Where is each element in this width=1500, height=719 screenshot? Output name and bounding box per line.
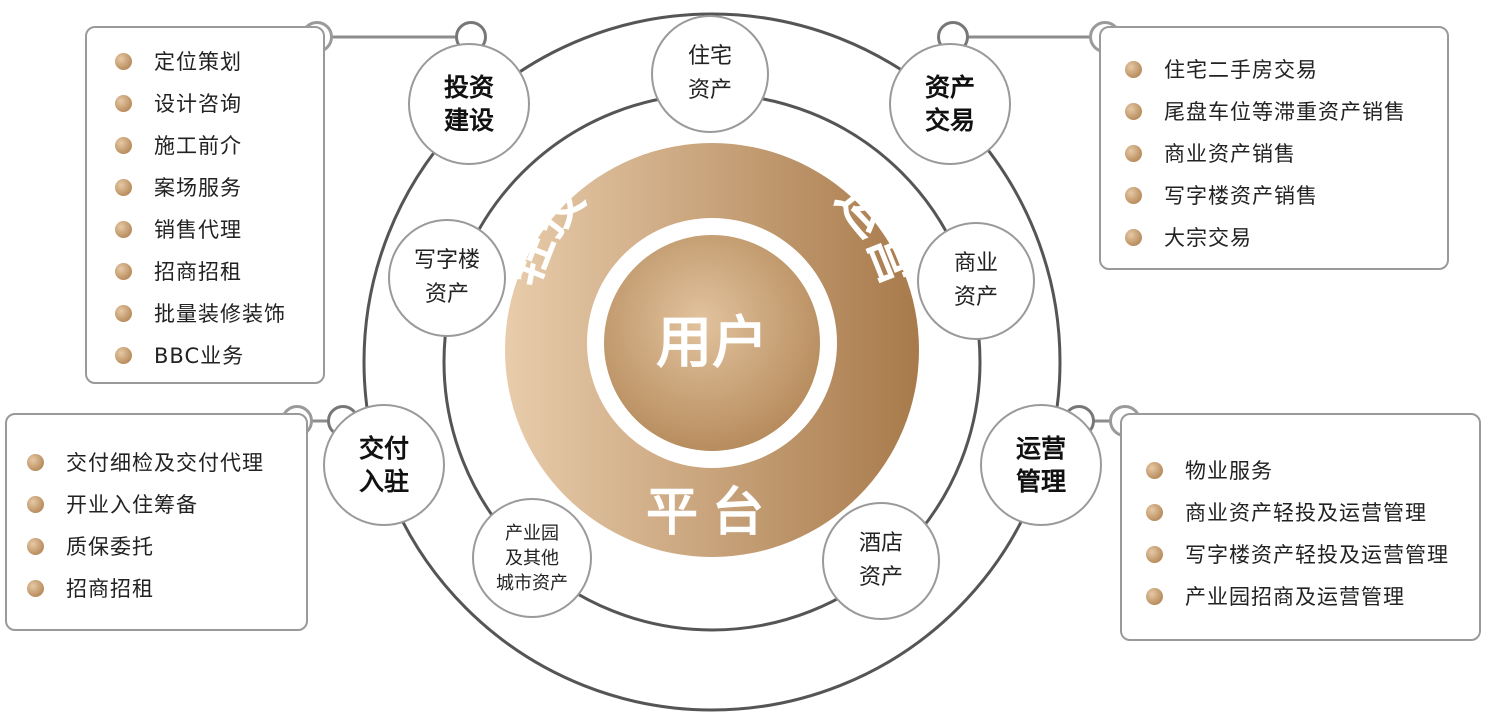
list-item-label: 物业服务 xyxy=(1185,459,1273,483)
list-item-label: 写字楼资产轻投及运营管理 xyxy=(1185,543,1449,567)
list-item-label: 施工前介 xyxy=(154,134,242,158)
list-item: 质保委托 xyxy=(27,525,306,567)
list-item-label: 招商招租 xyxy=(66,577,154,601)
bullet-dot-icon xyxy=(1125,228,1142,246)
list-item: 销售代理 xyxy=(115,208,323,250)
list-item-label: 尾盘车位等滞重资产销售 xyxy=(1164,100,1406,124)
node-asset-trade-label: 资产 交易 xyxy=(924,73,975,135)
outer-ring xyxy=(362,12,1062,712)
list-invest-items: 定位策划设计咨询施工前介案场服务销售代理招商招租批量装修装饰 BBC业务 xyxy=(115,40,323,376)
list-item: 施工前介 xyxy=(115,124,323,166)
list-item: 大宗交易 xyxy=(1125,216,1447,258)
list-operation-mgmt: 物业服务商业资产轻投及运营管理写字楼资产轻投及运营管理产业园招商及运营管理 xyxy=(1120,413,1481,641)
list-item: 招商招租 xyxy=(115,250,323,292)
bullet-dot-icon xyxy=(115,178,132,196)
list-delivery-items: 交付细检及交付代理开业入住筹备质保委托招商招租 xyxy=(27,441,306,609)
bullet-dot-icon xyxy=(1146,587,1163,605)
list-item: 写字楼资产轻投及运营管理 xyxy=(1146,533,1479,575)
list-item: 写字楼资产销售 xyxy=(1125,174,1447,216)
list-item-label: 交付细检及交付代理 xyxy=(66,451,264,475)
bullet-dot-icon xyxy=(1125,102,1142,120)
node-operation-mgmt-label: 运营 管理 xyxy=(1015,434,1066,496)
list-item-label: 住宅二手房交易 xyxy=(1164,58,1318,82)
list-item: 开业入住筹备 xyxy=(27,483,306,525)
list-item-label: 案场服务 xyxy=(154,176,242,200)
node-office: 写字楼 资产 xyxy=(388,219,506,337)
bullet-dot-icon xyxy=(115,304,132,322)
list-item-label: 写字楼资产销售 xyxy=(1164,184,1318,208)
list-item: 设计咨询 xyxy=(115,82,323,124)
list-item: 产业园招商及运营管理 xyxy=(1146,575,1479,617)
node-delivery-label: 交付 入驻 xyxy=(358,434,409,496)
node-commercial: 商业 资产 xyxy=(917,222,1035,340)
node-industrial-park-label: 产业园 及其他 城市资产 xyxy=(496,522,568,594)
node-hotel: 酒店 资产 xyxy=(822,502,940,620)
bullet-dot-icon xyxy=(115,94,132,112)
node-commercial-label: 商业 资产 xyxy=(953,251,998,310)
list-item: 交付细检及交付代理 xyxy=(27,441,306,483)
bullet-dot-icon xyxy=(115,136,132,154)
list-item: 物业服务 xyxy=(1146,449,1479,491)
list-item-label: 定位策划 xyxy=(154,50,242,74)
list-trade-items: 住宅二手房交易尾盘车位等滞重资产销售商业资产销售写字楼资产销售大宗交易 xyxy=(1125,48,1447,258)
list-item: 商业资产轻投及运营管理 xyxy=(1146,491,1479,533)
bullet-dot-icon xyxy=(115,346,132,364)
bullet-dot-icon xyxy=(27,453,44,471)
list-item-label: 产业园招商及运营管理 xyxy=(1185,585,1405,609)
list-item: 住宅二手房交易 xyxy=(1125,48,1447,90)
bullet-dot-icon xyxy=(1125,144,1142,162)
list-item-label: 销售代理 xyxy=(154,218,242,242)
node-residential-label: 住宅 资产 xyxy=(687,44,732,103)
list-asset-trade: 住宅二手房交易尾盘车位等滞重资产销售商业资产销售写字楼资产销售大宗交易 xyxy=(1099,26,1449,270)
list-operation-items: 物业服务商业资产轻投及运营管理写字楼资产轻投及运营管理产业园招商及运营管理 xyxy=(1146,449,1479,617)
center-user-label: 用户 xyxy=(656,311,768,376)
bullet-dot-icon xyxy=(27,537,44,555)
node-invest-build-label: 投资 建设 xyxy=(443,73,494,135)
list-item-label: 大宗交易 xyxy=(1164,226,1252,250)
bullet-dot-icon xyxy=(1146,461,1163,479)
list-item-label: 商业资产销售 xyxy=(1164,142,1296,166)
list-item: BBC业务 xyxy=(115,334,323,376)
center-core xyxy=(604,235,820,451)
list-item: 批量装修装饰 xyxy=(115,292,323,334)
list-item: 招商招租 xyxy=(27,567,306,609)
list-item: 尾盘车位等滞重资产销售 xyxy=(1125,90,1447,132)
bullet-dot-icon xyxy=(27,579,44,597)
bullet-dot-icon xyxy=(1146,545,1163,563)
list-item: 案场服务 xyxy=(115,166,323,208)
list-delivery: 交付细检及交付代理开业入住筹备质保委托招商招租 xyxy=(5,413,308,631)
list-item-label: BBC业务 xyxy=(154,344,245,368)
list-item: 定位策划 xyxy=(115,40,323,82)
node-hotel-label: 酒店 资产 xyxy=(858,531,903,590)
node-asset-trade: 资产 交易 xyxy=(889,43,1011,165)
bullet-dot-icon xyxy=(115,262,132,280)
ribbon-label-platform: 平台 xyxy=(646,483,778,543)
list-item-label: 质保委托 xyxy=(66,535,154,559)
bullet-dot-icon xyxy=(115,52,132,70)
list-item-label: 商业资产轻投及运营管理 xyxy=(1185,501,1427,525)
list-item-label: 招商招租 xyxy=(154,260,242,284)
list-item-label: 设计咨询 xyxy=(154,92,242,116)
node-office-label: 写字楼 资产 xyxy=(413,248,480,307)
node-residential: 住宅 资产 xyxy=(651,15,769,133)
list-item: 商业资产销售 xyxy=(1125,132,1447,174)
list-item-label: 开业入住筹备 xyxy=(66,493,198,517)
bullet-dot-icon xyxy=(1125,60,1142,78)
bullet-dot-icon xyxy=(1146,503,1163,521)
bullet-dot-icon xyxy=(27,495,44,513)
node-invest-build: 投资 建设 xyxy=(408,43,530,165)
node-delivery: 交付 入驻 xyxy=(323,404,445,526)
list-item-label: 批量装修装饰 xyxy=(154,302,286,326)
list-invest-build: 定位策划设计咨询施工前介案场服务销售代理招商招租批量装修装饰 BBC业务 xyxy=(85,26,325,384)
node-industrial-park: 产业园 及其他 城市资产 xyxy=(472,498,592,618)
bullet-dot-icon xyxy=(115,220,132,238)
node-operation-mgmt: 运营 管理 xyxy=(980,404,1102,526)
bullet-dot-icon xyxy=(1125,186,1142,204)
